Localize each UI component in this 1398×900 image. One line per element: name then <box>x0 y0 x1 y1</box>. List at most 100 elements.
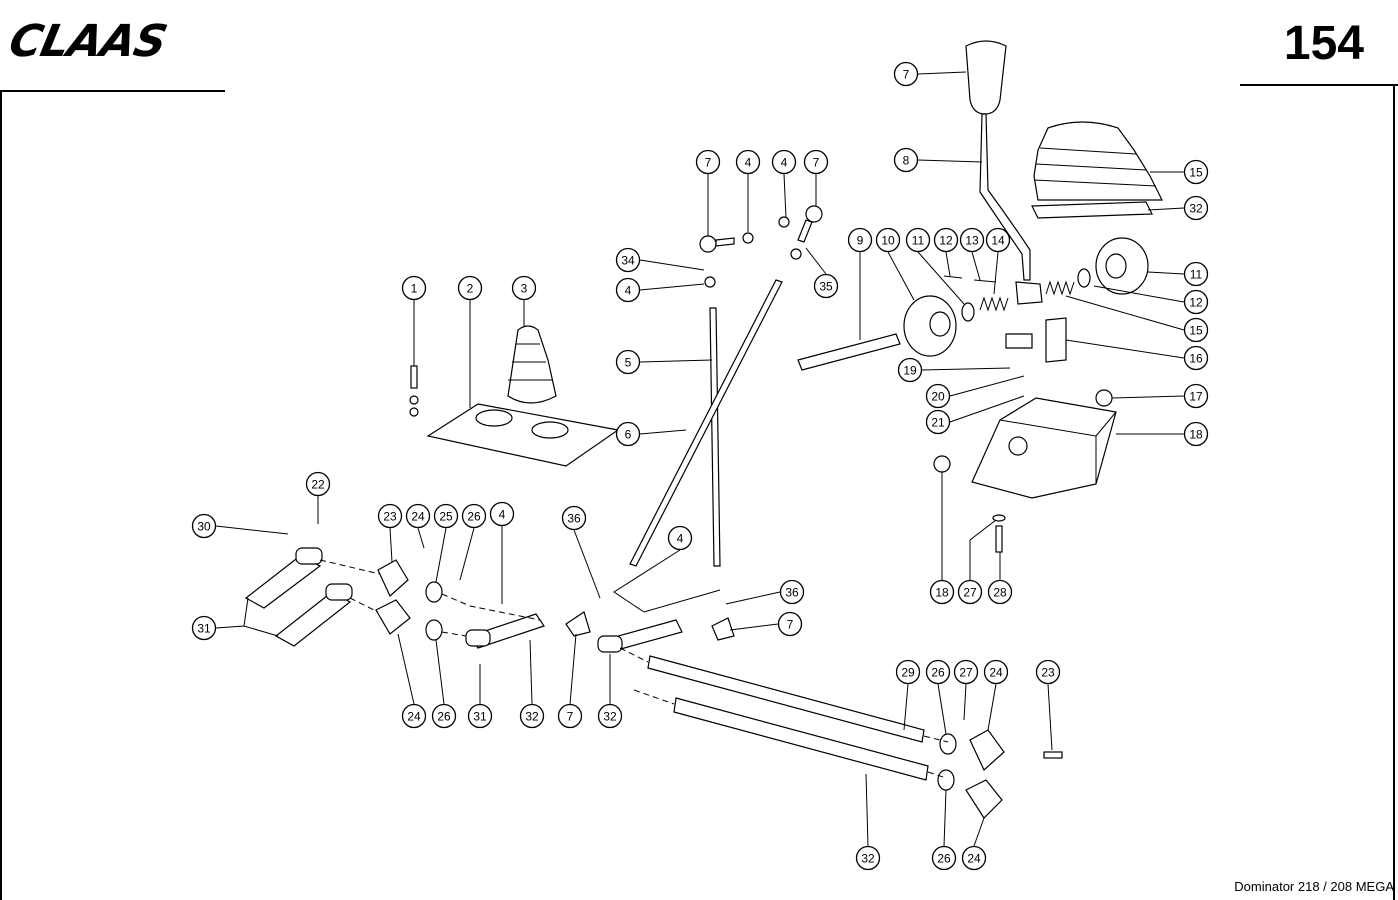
callout-circle <box>695 149 721 175</box>
callout-number: 5 <box>625 356 632 370</box>
callout-circle <box>615 349 641 375</box>
callout-24: 24 <box>961 817 987 871</box>
callout-circle <box>847 227 873 253</box>
callout-11: 11 <box>905 227 965 305</box>
callout-leader <box>397 633 415 705</box>
callout-circle <box>401 275 427 301</box>
callout-number: 21 <box>931 416 945 430</box>
boot-seal <box>1031 201 1153 219</box>
floor-plate <box>426 403 620 467</box>
callout-number: 4 <box>745 156 752 170</box>
callout-number: 32 <box>861 852 875 866</box>
callout-leader <box>639 359 713 363</box>
bushing-26-b <box>425 619 443 641</box>
callout-22: 22 <box>305 471 331 524</box>
callout-circle <box>985 227 1011 253</box>
callout-circle <box>953 659 979 685</box>
plug-18-lower <box>933 455 951 473</box>
arm-32-b <box>274 591 352 647</box>
callout-number: 36 <box>567 512 581 526</box>
callout-circle <box>1183 383 1209 409</box>
model-label: Dominator 218 / 208 MEGA <box>1234 879 1394 894</box>
callout-number: 8 <box>903 154 910 168</box>
callout-number: 25 <box>439 510 453 524</box>
callout-circle <box>925 383 951 409</box>
callout-number: 10 <box>881 234 895 248</box>
callout-leader <box>969 519 997 580</box>
callout-circle <box>779 579 805 605</box>
callout-27: 27 <box>953 659 979 721</box>
callout-leader <box>805 247 827 275</box>
callout-25: 25 <box>433 503 459 583</box>
callout-leader <box>949 375 1025 397</box>
callout-number: 26 <box>467 510 481 524</box>
callout-leader <box>729 623 779 631</box>
callout-32: 32 <box>1147 195 1209 221</box>
flange-24-d <box>965 779 1003 819</box>
callout-circle <box>305 471 331 497</box>
callout-leader <box>639 259 705 271</box>
callout-11: 11 <box>1147 261 1209 287</box>
callout-leader <box>921 367 1011 371</box>
callout-number: 31 <box>197 622 211 636</box>
callout-leader <box>943 789 947 847</box>
callout-number: 27 <box>963 586 977 600</box>
callout-number: 11 <box>1190 268 1203 282</box>
callout-26: 26 <box>459 503 487 581</box>
callout-circle <box>777 611 803 637</box>
callout-leader <box>903 683 909 731</box>
callout-29: 29 <box>895 659 921 731</box>
callout-leader <box>435 527 447 583</box>
callout-number: 26 <box>937 852 951 866</box>
bolt-29 <box>995 525 1003 553</box>
callout-26: 26 <box>931 789 957 871</box>
callout-10: 10 <box>875 227 915 301</box>
callout-circle <box>457 275 483 301</box>
callout-circle <box>961 845 987 871</box>
callout-circle <box>957 579 983 605</box>
housing-19 <box>971 397 1117 499</box>
callout-number: 24 <box>411 510 425 524</box>
rubber-boot-3 <box>507 325 557 404</box>
shaft-34 <box>673 697 929 781</box>
callout-4: 4 <box>613 525 721 613</box>
callout-number: 9 <box>857 234 864 248</box>
rod-6 <box>629 279 783 567</box>
callout-number: 7 <box>903 68 910 82</box>
callout-36: 36 <box>561 505 601 599</box>
callout-26: 26 <box>925 659 951 735</box>
callout-circle <box>813 273 839 299</box>
callout-circle <box>1183 289 1209 315</box>
header-rule-left <box>0 90 225 92</box>
callout-31: 31 <box>191 597 279 641</box>
callout-leader <box>917 159 983 163</box>
callout-16: 16 <box>1065 339 1209 371</box>
callout-leader <box>459 527 475 581</box>
callout-leader <box>783 173 787 219</box>
callout-4: 4 <box>735 149 761 232</box>
callout-number: 24 <box>407 710 421 724</box>
callout-18: 18 <box>929 472 955 605</box>
callout-circle <box>959 227 985 253</box>
callout-leader <box>1111 395 1185 399</box>
callout-circle <box>1183 159 1209 185</box>
callout-circle <box>933 227 959 253</box>
callout-circle <box>405 503 431 529</box>
callout-12: 12 <box>933 227 959 277</box>
callout-number: 29 <box>901 666 915 680</box>
callout-circle <box>191 615 217 641</box>
plug-18-upper <box>1095 389 1113 407</box>
callout-circle <box>191 513 217 539</box>
callout-leader <box>569 633 577 705</box>
callout-leader <box>917 251 965 305</box>
callout-number: 26 <box>437 710 451 724</box>
callout-leader <box>973 817 985 847</box>
callout-32: 32 <box>519 639 545 729</box>
callout-circle <box>803 149 829 175</box>
callout-circle <box>1183 421 1209 447</box>
callout-leader <box>971 251 981 281</box>
callout-leader <box>215 597 279 637</box>
callout-number: 14 <box>991 234 1005 248</box>
callout-circle <box>925 659 951 685</box>
callout-circle <box>401 703 427 729</box>
